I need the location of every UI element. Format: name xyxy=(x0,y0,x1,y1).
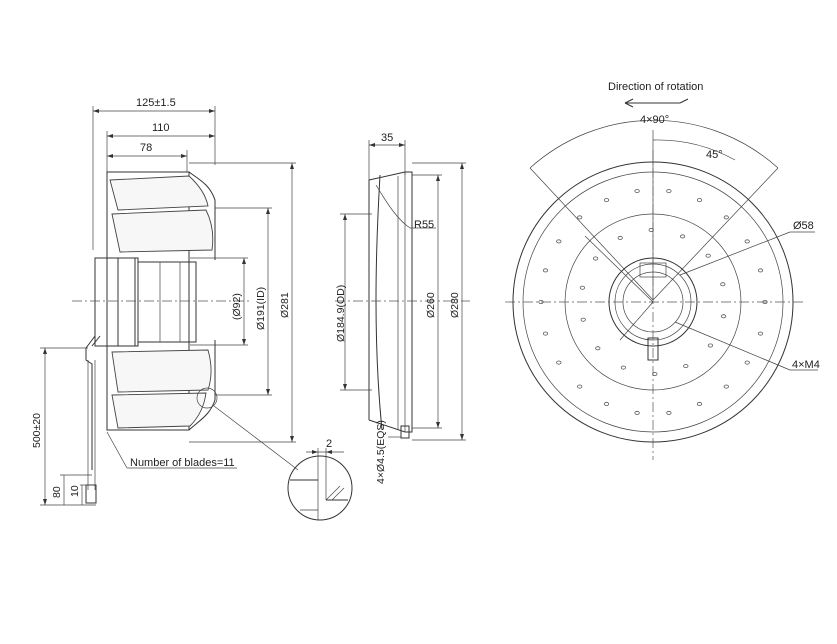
dim-r55: R55 xyxy=(414,219,434,231)
perforation-hole xyxy=(757,268,764,273)
perforation-hole xyxy=(580,317,586,322)
perforation-hole xyxy=(679,234,686,239)
dim-45: 45° xyxy=(706,149,723,161)
dim-2: 2 xyxy=(326,438,332,450)
perforation-hole xyxy=(617,235,623,240)
perforation-hole xyxy=(542,331,549,336)
perforation-hole xyxy=(696,198,703,203)
dim-width-110: 110 xyxy=(152,122,170,134)
front-view xyxy=(505,98,818,460)
perforation-hole xyxy=(720,282,726,287)
perforation-hole xyxy=(723,215,729,220)
perforation-hole xyxy=(683,364,689,369)
dim-d191: Ø191(ID) xyxy=(255,287,267,330)
perforation-hole xyxy=(620,365,627,370)
section-view xyxy=(335,140,470,441)
perforation-hole xyxy=(595,346,601,351)
dim-d260: Ø260 xyxy=(425,292,437,318)
perforation-hole xyxy=(542,268,549,273)
perforation-hole xyxy=(666,189,672,194)
perforation-hole xyxy=(556,360,562,365)
perforation-pattern xyxy=(538,189,768,415)
perforation-hole xyxy=(648,227,654,232)
dim-d281: Ø281 xyxy=(279,292,291,318)
perforation-hole xyxy=(634,189,640,194)
dim-d58: Ø58 xyxy=(793,220,814,232)
perforation-hole xyxy=(707,343,714,348)
dim-d92: (Ø92) xyxy=(231,293,243,320)
perforation-hole xyxy=(577,384,583,389)
perforation-hole xyxy=(538,299,544,304)
perforation-hole xyxy=(577,215,583,220)
dim-35: 35 xyxy=(381,132,393,144)
rotation-label: Direction of rotation xyxy=(608,81,703,93)
dim-cable-length: 500±20 xyxy=(31,413,43,448)
perforation-hole xyxy=(744,360,750,365)
dim-4xm4: 4×M4 xyxy=(792,359,820,371)
dim-80: 80 xyxy=(51,486,63,498)
perforation-hole xyxy=(696,401,703,406)
dim-d280: Ø280 xyxy=(449,292,461,318)
perforation-hole xyxy=(720,314,727,319)
perforation-hole xyxy=(592,256,599,261)
perforation-hole xyxy=(603,198,610,203)
dim-overall-width: 125±1.5 xyxy=(136,97,176,109)
dim-d184: Ø184.9(OD) xyxy=(335,285,347,342)
perforation-hole xyxy=(634,410,640,415)
perforation-hole xyxy=(705,253,711,258)
perforation-hole xyxy=(556,239,562,244)
perforation-hole xyxy=(603,401,610,406)
perforation-hole xyxy=(579,285,586,290)
perforation-hole xyxy=(762,299,768,304)
dim-mount-holes: 4×Ø4.5(EQS) xyxy=(375,420,387,484)
side-view xyxy=(40,106,299,506)
perforation-hole xyxy=(666,410,672,415)
dim-4x90: 4×90° xyxy=(640,114,669,126)
perforation-hole xyxy=(744,239,750,244)
rotation-arrow-icon xyxy=(624,98,689,108)
dim-width-78: 78 xyxy=(140,142,152,154)
perforation-hole xyxy=(723,384,729,389)
perforation-hole xyxy=(652,371,658,376)
blades-label: Number of blades=11 xyxy=(130,457,235,469)
detail-view xyxy=(287,448,353,521)
dim-10: 10 xyxy=(69,485,81,497)
perforation-hole xyxy=(757,331,764,336)
